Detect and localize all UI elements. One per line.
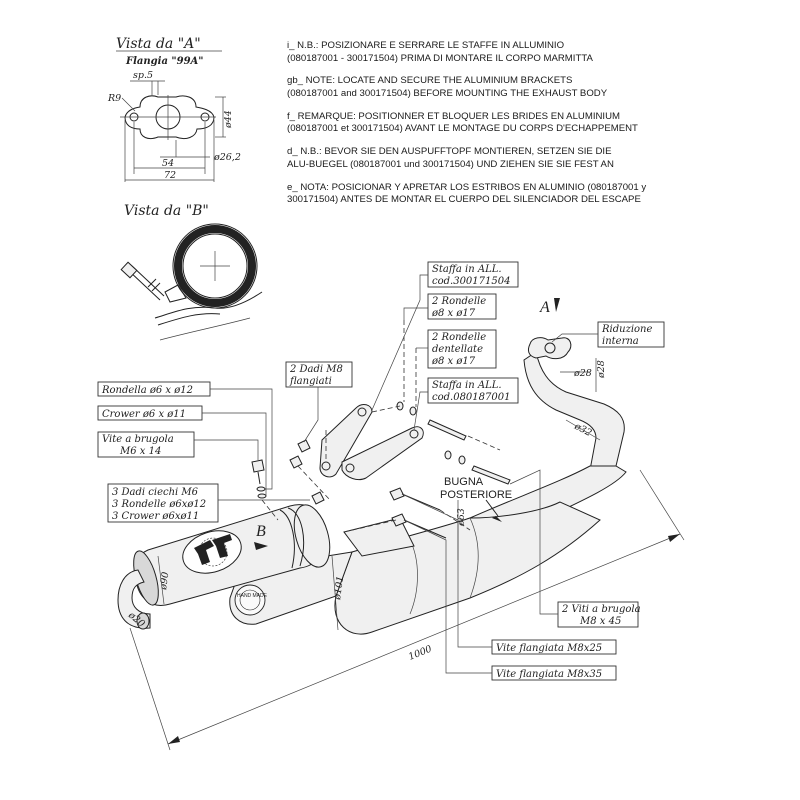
flanged-bolt-m8x25-head — [389, 487, 405, 501]
dim-overall-width: 72 — [164, 170, 176, 181]
view-b-marker: B — [256, 523, 266, 540]
note-spanish: e_ NOTA: POSICIONAR Y APRETAR LOS ESTRIB… — [287, 181, 647, 206]
dim-bolt-spacing: 54 — [162, 158, 174, 169]
exhaust-flange — [527, 337, 572, 360]
acorn-nut — [311, 491, 325, 505]
installation-notes: i_ N.B.: POSIZIONARE E SERRARE LE STAFFE… — [287, 40, 787, 217]
svg-text:M6 x 14: M6 x 14 — [119, 446, 161, 457]
svg-text:2 Dadi M8: 2 Dadi M8 — [289, 364, 343, 375]
flange-outline — [124, 95, 215, 140]
header-pipe — [523, 351, 625, 471]
callout-riduzione — [597, 321, 665, 348]
dim-d28-horizontal: ø28 — [573, 368, 592, 379]
exhaust-assembly: HAND MADE — [117, 320, 627, 635]
brand-logo-decal — [182, 530, 242, 574]
callout-vite-brugola — [97, 431, 195, 458]
view-a-marker: A — [539, 299, 550, 316]
clamp-ear — [164, 284, 187, 303]
dim-radius: R9 — [107, 93, 121, 104]
svg-text:cod.300171504: cod.300171504 — [432, 276, 510, 287]
callout-rondelle-dentellate — [427, 329, 497, 369]
callout-staffa-300171504 — [427, 261, 519, 288]
callout-staffa-080187001 — [427, 377, 519, 404]
washer-toothed-2 — [458, 455, 466, 465]
svg-text:Vite flangiata M8x35: Vite flangiata M8x35 — [496, 669, 602, 680]
svg-text:dentellate: dentellate — [432, 344, 483, 355]
dim-thickness: sp.5 — [133, 70, 153, 81]
washer-m6 — [256, 486, 266, 492]
bugna-label-1: BUGNA — [444, 476, 484, 488]
washer-plain-2 — [444, 450, 452, 460]
svg-text:3 Dadi ciechi M6: 3 Dadi ciechi M6 — [112, 487, 199, 498]
hand-made-seal: HAND MADE — [234, 584, 268, 616]
tailpipe-outlet — [136, 612, 150, 630]
svg-text:Riduzione: Riduzione — [601, 324, 652, 335]
bracket-300171504 — [319, 404, 373, 478]
svg-text:Staffa in ALL.: Staffa in ALL. — [432, 264, 502, 275]
flanged-bolt-m8x35-head — [391, 513, 407, 527]
note-italian: i_ N.B.: POSIZIONARE E SERRARE LE STAFFE… — [287, 40, 593, 64]
svg-text:ø8 x ø17: ø8 x ø17 — [431, 356, 476, 367]
bolt-m8x45-upper — [427, 419, 467, 441]
silencer-mount-bracket — [343, 517, 415, 557]
flange-name: Flangia "99A" — [125, 56, 204, 67]
dim-diameter-44: ø44 — [223, 110, 234, 129]
dim-d63: ø63 — [456, 508, 467, 527]
view-b-title: Vista da "B" — [124, 203, 209, 219]
svg-text:3 Rondelle ø6xø12: 3 Rondelle ø6xø12 — [112, 499, 206, 510]
bolt-m8x45-lower — [471, 465, 511, 485]
svg-text:2 Viti a brugola: 2 Viti a brugola — [561, 604, 641, 615]
bracket-080187001 — [341, 426, 424, 481]
svg-text:ø8 x ø17: ø8 x ø17 — [431, 308, 476, 319]
nut-m8-1 — [297, 439, 311, 453]
callout-rondelle — [427, 293, 497, 320]
allen-bolt-m6 — [251, 459, 265, 473]
svg-text:2 Rondelle: 2 Rondelle — [431, 332, 486, 343]
callout-dadi-ciechi — [107, 483, 219, 523]
svg-text:cod.080187001: cod.080187001 — [432, 392, 510, 403]
svg-text:2 Rondelle: 2 Rondelle — [431, 296, 486, 307]
washer-toothed — [409, 406, 417, 416]
dim-overall-length: 1000 — [407, 644, 434, 663]
svg-text:Staffa in ALL.: Staffa in ALL. — [432, 380, 502, 391]
svg-text:flangiati: flangiati — [289, 376, 332, 387]
svg-text:Crower ø6 x ø11: Crower ø6 x ø11 — [102, 409, 186, 420]
svg-text:3 Crower ø6xø11: 3 Crower ø6xø11 — [112, 511, 199, 522]
clamp-bolt-head — [120, 261, 138, 279]
svg-text:Rondella ø6 x ø12: Rondella ø6 x ø12 — [101, 385, 193, 396]
view-b-clamp: Vista da "B" — [120, 203, 263, 341]
dim-d90: ø90 — [158, 571, 172, 591]
dim-d101: ø101 — [332, 575, 346, 601]
view-a-flange: Vista da "A" Flangia "99A" sp.5 R9 ø44 ø… — [107, 36, 241, 182]
svg-text:interna: interna — [602, 336, 639, 347]
seal-text: HAND MADE — [237, 593, 268, 599]
nut-m8-2 — [289, 455, 303, 469]
svg-text:M8 x 45: M8 x 45 — [579, 616, 621, 627]
callout-dadi-m8 — [285, 361, 353, 388]
clamp-ring-band — [174, 225, 256, 307]
svg-text:Vite flangiata M8x25: Vite flangiata M8x25 — [496, 643, 602, 654]
dimension-marks: A B BUGNA POSTERIORE ø28 ø28 ø32 ø63 ø10… — [125, 298, 685, 751]
bugna-label-2: POSTERIORE — [440, 489, 512, 501]
svg-text:Vite a brugola: Vite a brugola — [102, 434, 174, 445]
note-german: d_ N.B.: BEVOR SIE DEN AUSPUFFTOPF MONTI… — [287, 146, 614, 170]
dim-diameter-26: ø26,2 — [213, 152, 241, 163]
crower-m6 — [257, 493, 267, 499]
note-french: f_ REMARQUE: POSITIONNER ET BLOQUER LES … — [287, 110, 638, 135]
callout-viti-brugola-m8 — [557, 601, 639, 628]
callouts: Staffa in ALL. cod.300171504 2 Rondelle … — [97, 261, 665, 681]
dim-d28-vertical: ø28 — [596, 360, 607, 379]
view-a-title: Vista da "A" — [116, 36, 201, 52]
note-english: gb_ NOTE: LOCATE AND SECURE THE ALUMINIU… — [287, 75, 608, 99]
exhaust-flange-port — [544, 342, 556, 354]
